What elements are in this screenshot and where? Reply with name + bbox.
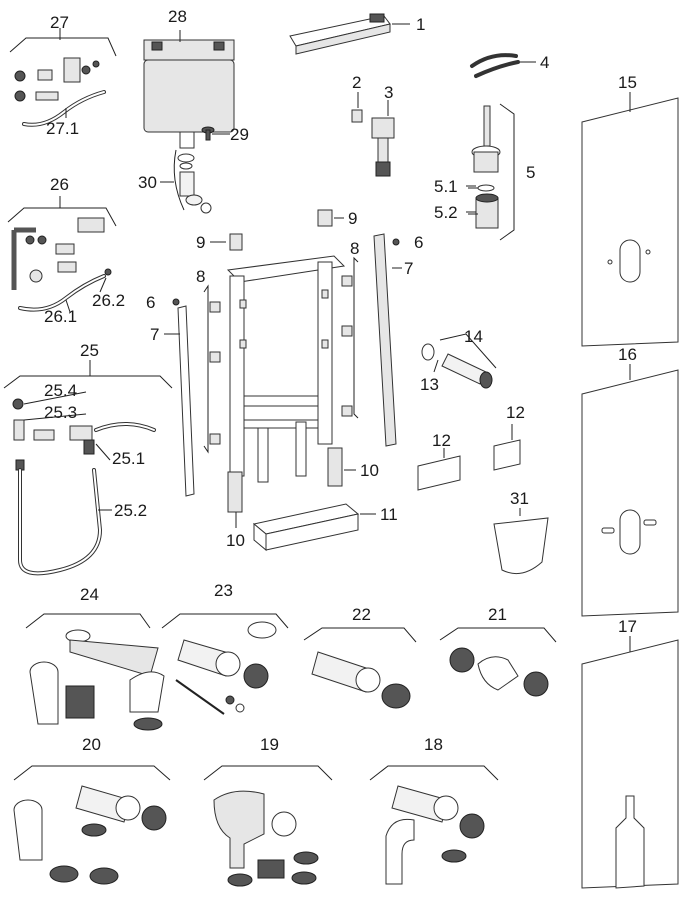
brackets-9: [210, 209, 344, 251]
label-5-2: 5.2: [434, 203, 458, 222]
fittings-set-25: [3, 360, 173, 576]
label-20: 20: [82, 735, 101, 754]
drain-set-18: [369, 765, 499, 885]
label-9a: 9: [196, 233, 205, 252]
covers-12: [417, 424, 521, 491]
leader-lines: [23, 108, 478, 511]
drain-set-22: [303, 627, 417, 709]
label-6a: 6: [146, 293, 155, 312]
fittings-set-26: [7, 196, 117, 312]
label-24: 24: [80, 585, 99, 604]
cistern-28: [143, 30, 235, 149]
flush-valve-5: [466, 103, 515, 241]
label-12b: 12: [506, 403, 525, 422]
label-26-1: 26.1: [44, 307, 77, 326]
cover-panel-16: [581, 364, 679, 617]
label-5-1: 5.1: [434, 177, 458, 196]
cover-panel-15: [581, 92, 679, 347]
label-4: 4: [540, 53, 549, 72]
drain-set-19: [203, 765, 333, 887]
screws-6: [172, 238, 400, 306]
label-12a: 12: [432, 431, 451, 450]
connector-14: [439, 333, 497, 389]
drain-set-21: [439, 627, 557, 697]
label-3: 3: [384, 83, 393, 102]
label-11: 11: [380, 505, 398, 524]
drain-set-24: [25, 613, 165, 731]
label-25: 25: [80, 341, 99, 360]
label-8b: 8: [350, 239, 359, 258]
label-31: 31: [510, 489, 529, 508]
label-18: 18: [424, 735, 443, 754]
label-25-1: 25.1: [112, 449, 145, 468]
label-6b: 6: [414, 233, 423, 252]
fittings-set-27: [9, 28, 117, 127]
label-9b: 9: [348, 209, 357, 228]
drain-set-23: [161, 613, 289, 715]
label-16: 16: [618, 345, 637, 364]
label-27: 27: [50, 13, 69, 32]
seal-13: [421, 343, 435, 361]
label-1: 1: [416, 15, 425, 34]
label-30: 30: [138, 173, 157, 192]
label-5: 5: [526, 163, 535, 182]
label-28: 28: [168, 7, 187, 26]
label-21: 21: [488, 605, 507, 624]
rails-7: [164, 233, 402, 497]
label-15: 15: [618, 73, 637, 92]
label-23: 23: [214, 581, 233, 600]
label-7a: 7: [150, 325, 159, 344]
brackets-8: [203, 256, 359, 454]
label-29: 29: [230, 125, 249, 144]
label-26-2: 26.2: [92, 291, 125, 310]
label-22: 22: [352, 605, 371, 624]
part-4: [470, 53, 536, 78]
feet-plates-10: [227, 447, 356, 528]
label-10a: 10: [226, 531, 245, 550]
label-10b: 10: [360, 461, 379, 480]
cover-panel-17: [581, 636, 679, 889]
label-2: 2: [352, 73, 361, 92]
drain-valve-30: [160, 149, 212, 214]
label-25-3: 25.3: [44, 403, 77, 422]
label-17: 17: [618, 617, 637, 636]
label-27-1: 27.1: [46, 119, 79, 138]
installation-frame: [226, 255, 346, 483]
part-1: [289, 13, 410, 55]
label-7b: 7: [404, 259, 413, 278]
label-19: 19: [260, 735, 279, 754]
part-2: [351, 92, 363, 123]
support-31: [493, 508, 549, 575]
label-8a: 8: [196, 267, 205, 286]
drain-set-20: [13, 765, 171, 885]
label-13: 13: [420, 375, 439, 394]
label-26: 26: [50, 175, 69, 194]
cover-11: [252, 503, 376, 552]
fill-valve-3: [371, 100, 395, 177]
label-25-2: 25.2: [114, 501, 147, 520]
label-14: 14: [464, 327, 483, 346]
